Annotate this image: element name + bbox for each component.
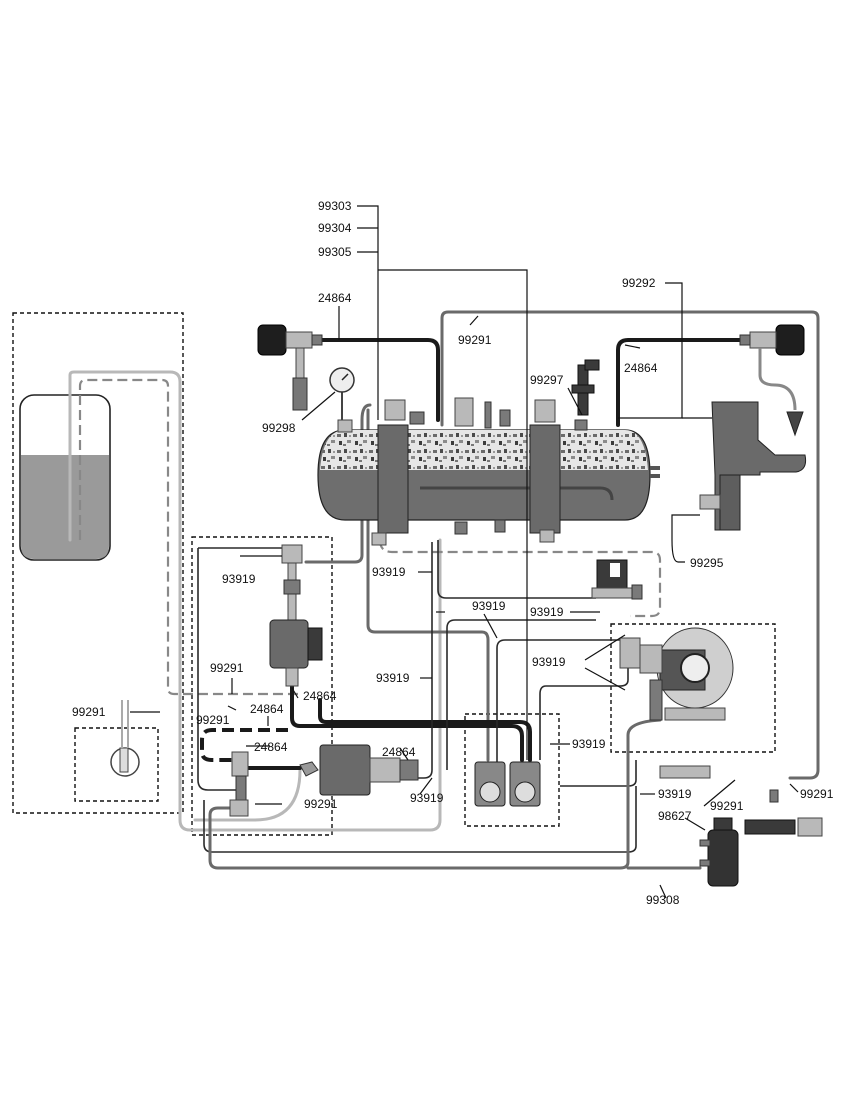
label-93919-boiler: 93919	[372, 565, 406, 579]
water-reservoir	[19, 394, 111, 561]
brew-group	[699, 401, 807, 531]
level-sensor-box	[74, 727, 159, 802]
label-24864-top-right: 24864	[624, 361, 658, 375]
flowmeter-box	[464, 713, 560, 827]
pipe-93919-c	[446, 619, 596, 770]
level-sensor-icon	[110, 700, 140, 777]
label-99291-tank: 99291	[72, 705, 106, 719]
pipe-99291-valve	[366, 408, 490, 762]
steam-valve-knob-left	[257, 324, 323, 411]
pipe-93919-d	[496, 639, 625, 762]
label-99305: 99305	[318, 245, 352, 259]
water-tank-enclosure	[12, 312, 184, 814]
pipe-93919-lower	[203, 760, 637, 853]
pipe-99291-main	[440, 310, 820, 780]
label-24864-pump-d: 24864	[382, 745, 416, 759]
label-98627: 98627	[658, 809, 692, 823]
pipe-93919-a	[437, 540, 596, 599]
label-93919-center: 93919	[376, 671, 410, 685]
label-99308: 99308	[646, 893, 680, 907]
pipe-24864-pump-loop	[290, 684, 524, 762]
label-93919-mid-b: 93919	[530, 605, 564, 619]
water-filter	[699, 817, 739, 887]
label-24864-pump-b: 24864	[250, 702, 284, 716]
pipe-24864-top-left	[318, 338, 440, 422]
label-99291-right-b: 99291	[800, 787, 834, 801]
pipe-99295	[378, 539, 662, 618]
label-99295: 99295	[690, 556, 724, 570]
pump-assembly-box	[191, 536, 333, 836]
pipe-24864-pump-loop-2	[318, 698, 532, 762]
label-24864-pump-c: 24864	[254, 740, 288, 754]
label-99291-right-a: 99291	[710, 799, 744, 813]
label-93919-left: 93919	[222, 572, 256, 586]
label-99292: 99292	[622, 276, 656, 290]
pipe-24864-dashed	[200, 728, 288, 762]
leader-lines	[130, 205, 799, 899]
label-93919-right: 93919	[658, 787, 692, 801]
label-93919-bottom: 93919	[410, 791, 444, 805]
boiler	[317, 424, 660, 534]
motor-fan	[619, 627, 734, 721]
label-99291-pump-b: 99291	[196, 713, 230, 727]
label-24864-top-left: 24864	[318, 291, 352, 305]
label-93919-flow: 93919	[572, 737, 606, 751]
pipe-99291-left	[304, 403, 372, 564]
steam-valve-knob-right	[739, 324, 805, 437]
solenoid-valve-center	[591, 559, 643, 600]
pipe-99291-tank-loop	[68, 370, 442, 832]
drain-fittings	[659, 765, 823, 837]
motor-box	[610, 623, 776, 753]
pipe-99291-lower	[193, 768, 302, 822]
pressure-gauge-icon	[329, 367, 355, 420]
label-93919-mid-c: 93919	[532, 655, 566, 669]
label-24864-pump-a: 24864	[303, 689, 337, 703]
boiler-top-fittings	[337, 397, 588, 546]
pipe-24864-top-right	[616, 338, 742, 427]
relief-valve-icon	[571, 359, 600, 416]
label-93919-mid-a: 93919	[472, 599, 506, 613]
label-99303: 99303	[318, 199, 352, 213]
label-99291-bottom: 99291	[304, 797, 338, 811]
tee-fittings-left	[229, 751, 249, 817]
pipe-93919-e	[539, 660, 629, 760]
solenoid-valve-left	[269, 544, 323, 687]
water-pump	[299, 744, 419, 796]
flowmeters	[474, 761, 541, 807]
label-99304: 99304	[318, 221, 352, 235]
label-99297: 99297	[530, 373, 564, 387]
pipe-93919-left	[197, 547, 290, 791]
label-99291-pump-a: 99291	[210, 661, 244, 675]
label-99291-top: 99291	[458, 333, 492, 347]
pipe-93919-b	[405, 542, 433, 779]
pipe-99308	[208, 718, 662, 870]
pipe-99291-tank-return	[78, 378, 298, 696]
label-99298: 99298	[262, 421, 296, 435]
